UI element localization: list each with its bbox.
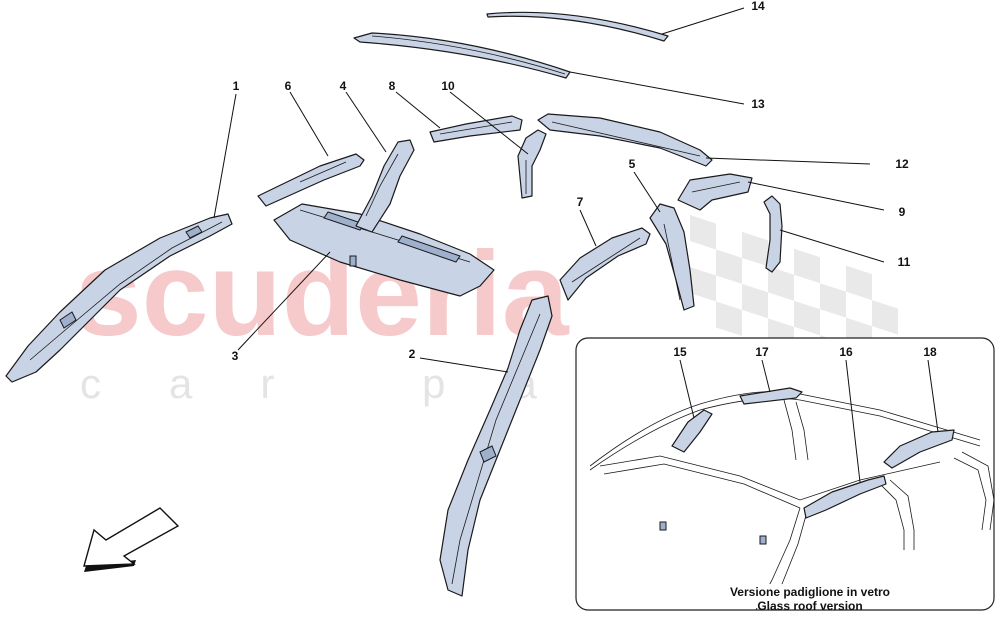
callout-4: 4 xyxy=(340,79,347,93)
checker-square xyxy=(742,231,768,267)
checker-square xyxy=(690,267,716,302)
part-4-detail-line xyxy=(365,153,399,217)
part-5-b-pillar-inner[interactable] xyxy=(649,203,695,311)
checker-square xyxy=(742,283,768,319)
checker-square xyxy=(872,300,898,335)
part-3-front-header-panel[interactable] xyxy=(273,203,495,297)
part-9-rear-corner-bracket[interactable] xyxy=(677,173,753,211)
callout-16: 16 xyxy=(839,345,853,359)
checker-square xyxy=(794,300,820,336)
part-9-detail-line xyxy=(691,181,741,193)
callout-7: 7 xyxy=(577,195,584,209)
callout-10: 10 xyxy=(441,79,455,93)
part-8-cross-member[interactable] xyxy=(429,115,523,143)
front-direction-arrow-icon xyxy=(83,507,180,572)
part-12-roof-rail-rear[interactable] xyxy=(537,113,713,167)
checker-square xyxy=(820,283,846,318)
part-7-detail-line xyxy=(571,237,641,283)
part-17-glass-roof-side-rail[interactable] xyxy=(739,387,803,405)
callout-8: 8 xyxy=(389,79,396,93)
part-14-roof-trim-strip[interactable] xyxy=(486,11,669,42)
part-1-bracket xyxy=(185,225,203,239)
part-6-roof-reinforcement[interactable] xyxy=(257,153,365,207)
part-10-b-pillar-upper[interactable] xyxy=(517,129,547,199)
part-3-slot xyxy=(397,235,461,263)
checker-square xyxy=(846,265,872,301)
part-12-detail-line xyxy=(551,121,701,157)
part-1-left-roof-side-rail[interactable] xyxy=(5,213,233,383)
part-3-tab xyxy=(349,255,357,267)
callout-18: 18 xyxy=(923,345,937,359)
callout-1: 1 xyxy=(233,79,240,93)
callout-15: 15 xyxy=(673,345,687,359)
part-13-detail-line xyxy=(371,35,566,75)
part-2-detail-line xyxy=(451,313,541,585)
callout-6: 6 xyxy=(285,79,292,93)
checker-square xyxy=(716,249,742,284)
inset-caption-italian: Versione padiglione in vetro xyxy=(730,585,890,599)
part-3-slot-left xyxy=(323,211,365,231)
checker-square xyxy=(768,266,794,301)
checker-square xyxy=(716,301,742,336)
part-5-detail-line xyxy=(663,223,681,301)
callout-12: 12 xyxy=(895,157,909,171)
callout-11: 11 xyxy=(898,255,911,269)
part-6-detail-line xyxy=(299,161,347,183)
callout-5: 5 xyxy=(629,157,636,171)
part-15-glass-roof-front-bracket[interactable] xyxy=(671,409,713,453)
callout-2: 2 xyxy=(409,347,416,361)
checker-square xyxy=(794,248,820,284)
part-13-roof-rail[interactable] xyxy=(353,32,571,79)
glass-roof-inset: 15 17 16 18 Versione padiglione in vetro… xyxy=(575,337,995,613)
part-1-detail-line xyxy=(29,221,223,361)
callout-3: 3 xyxy=(232,349,239,363)
part-7-b-pillar-reinforcement[interactable] xyxy=(559,227,651,301)
callout-17: 17 xyxy=(755,345,769,359)
inset-caption-english: Glass roof version xyxy=(757,599,862,613)
callout-14: 14 xyxy=(751,0,765,13)
part-11-c-pillar-upper[interactable] xyxy=(763,195,783,273)
part-2-a-pillar-lower[interactable] xyxy=(439,295,553,597)
part-18-glass-roof-corner[interactable] xyxy=(883,429,955,469)
part-4-pillar-bracket[interactable] xyxy=(355,139,415,233)
callout-13: 13 xyxy=(751,97,765,111)
part-2-bracket xyxy=(479,445,497,463)
inset-roof-structure xyxy=(589,391,995,611)
part-16-glass-roof-rear-bracket[interactable] xyxy=(803,475,887,519)
callout-9: 9 xyxy=(899,205,906,219)
part-1-bracket-lower xyxy=(59,311,77,329)
part-8-detail-line xyxy=(439,121,513,135)
leader-lines xyxy=(213,7,885,373)
checker-square xyxy=(690,215,716,250)
